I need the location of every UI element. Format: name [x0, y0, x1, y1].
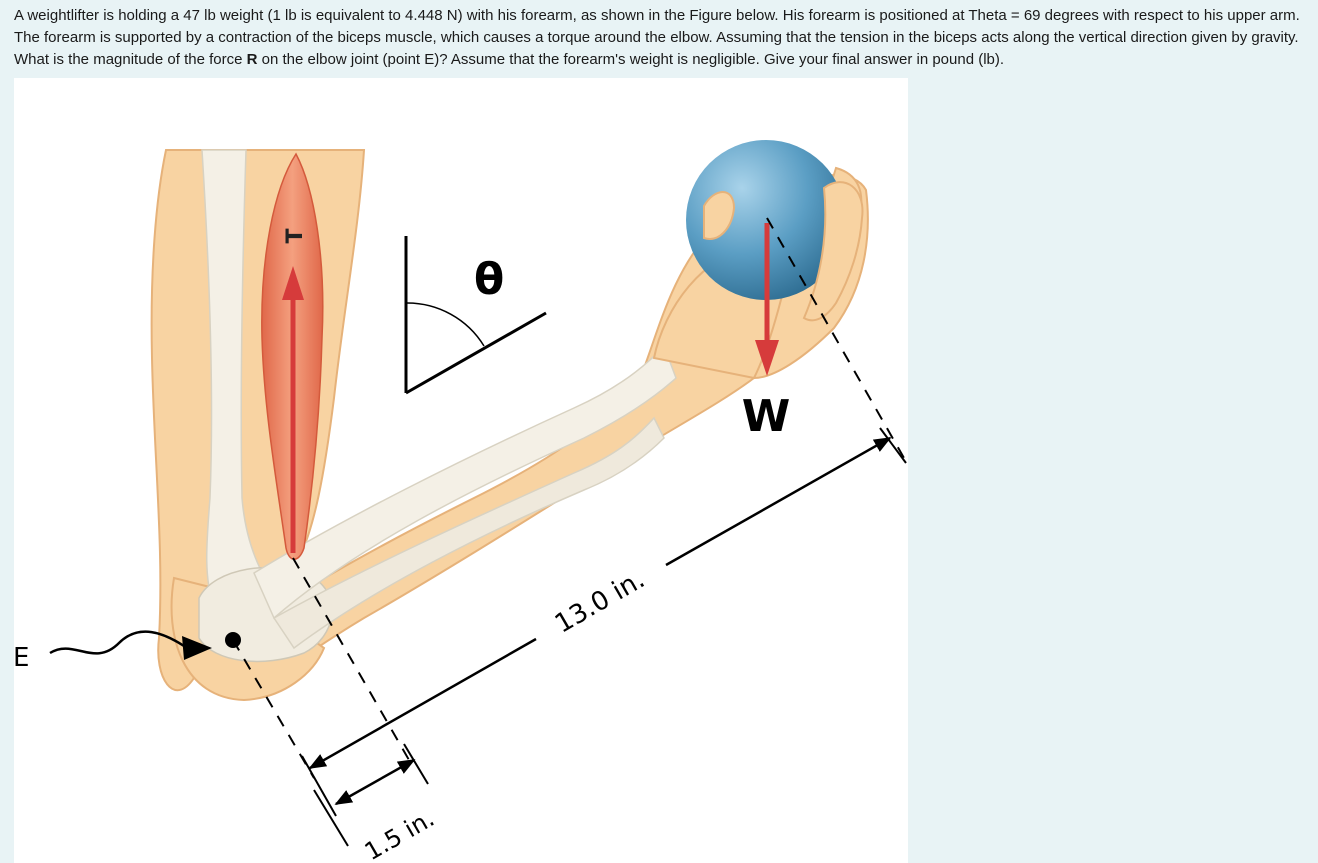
- elbow-label: E: [14, 643, 29, 673]
- elbow-pointer-curve: [49, 630, 185, 655]
- question-part-1: A weightlifter is holding a 47 lb weight…: [14, 7, 1300, 68]
- question-part-2: on the elbow joint (point E)? Assume tha…: [257, 51, 1005, 68]
- dashed-line-elbow: [232, 639, 315, 779]
- forearm-diagram: T θ W E 13.0 in. 1: [14, 140, 907, 863]
- dashed-line-biceps: [292, 557, 410, 761]
- weight-label: W: [742, 391, 791, 442]
- short-dim-label: 1.5 in.: [360, 804, 439, 863]
- weight-arrow-head: [755, 340, 779, 376]
- long-dim-label: 13.0 in.: [550, 564, 650, 639]
- short-dim-tick-start: [313, 789, 349, 847]
- forearm-bones: [253, 344, 677, 620]
- theta-angled-line: [405, 311, 547, 395]
- long-dim-line-a: [308, 637, 537, 770]
- hand-thumb: [802, 181, 864, 322]
- question-text: A weightlifter is holding a 47 lb weight…: [14, 5, 1314, 71]
- tension-label: T: [283, 228, 308, 243]
- forearm-bone-lower: [272, 416, 665, 650]
- long-dim-tick-end: [879, 427, 907, 464]
- hand-fingers: [703, 191, 736, 240]
- long-dim-tick-start: [301, 755, 337, 817]
- elbow-pointer-head: [182, 636, 212, 660]
- tension-arrow-head: [282, 266, 304, 300]
- forearm-figure: T θ W E 13.0 in. 1: [14, 78, 908, 863]
- short-dim-line: [334, 758, 416, 806]
- weight-ball: [686, 140, 846, 300]
- short-dim-tick-end: [403, 743, 429, 785]
- theta-arc: [405, 302, 485, 347]
- question-bold-R: R: [246, 51, 258, 68]
- dashed-line-weight: [766, 217, 905, 459]
- long-dim-line-b: [665, 436, 892, 567]
- theta-label: θ: [474, 254, 504, 305]
